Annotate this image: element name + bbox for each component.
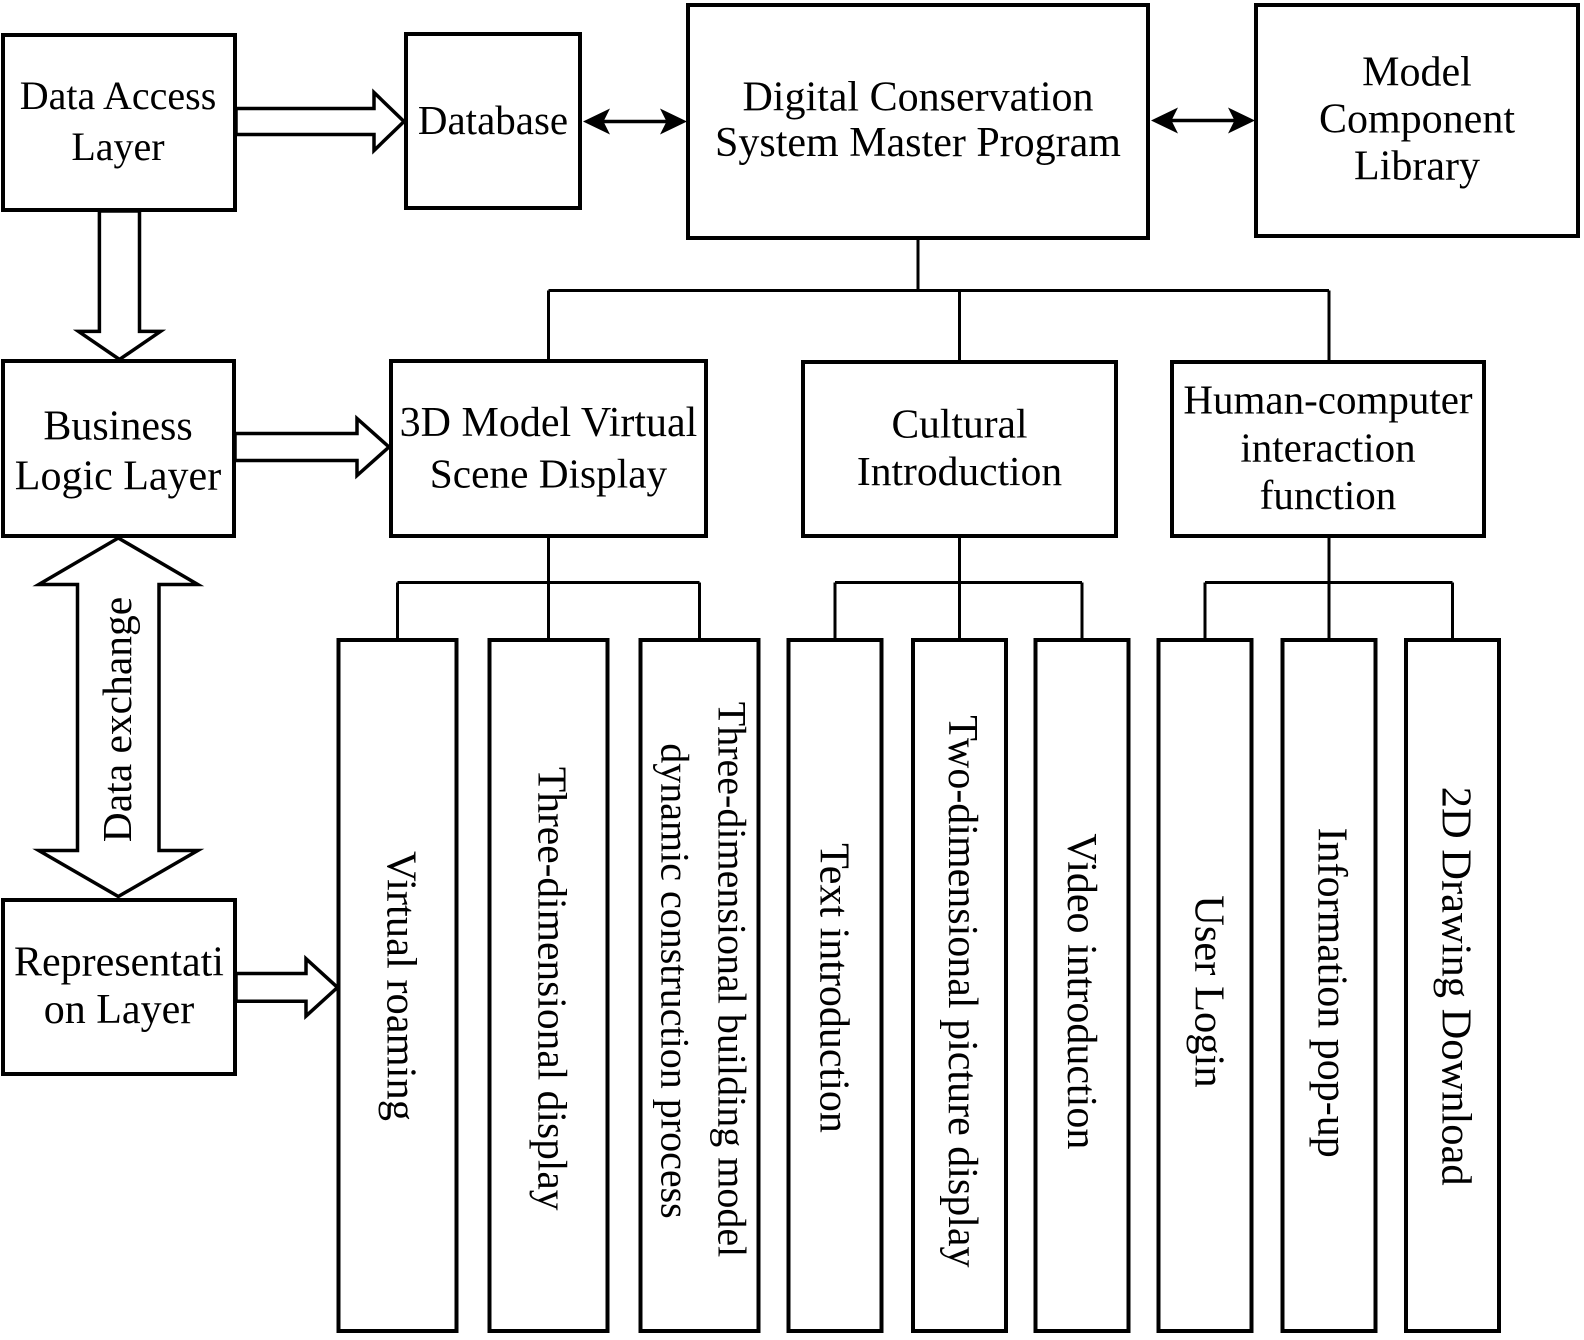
svg-text:Scene Display: Scene Display — [430, 451, 668, 497]
svg-text:interaction: interaction — [1240, 425, 1415, 471]
svg-text:Data Access: Data Access — [20, 73, 217, 118]
svg-text:function: function — [1260, 472, 1397, 518]
svg-text:on Layer: on Layer — [44, 987, 194, 1033]
svg-text:Logic Layer: Logic Layer — [15, 454, 221, 500]
svg-text:Representati: Representati — [14, 940, 224, 986]
svg-text:Information pop-up: Information pop-up — [1309, 828, 1355, 1158]
svg-text:dynamic construction process: dynamic construction process — [652, 743, 697, 1218]
svg-text:System Master Program: System Master Program — [715, 120, 1121, 166]
svg-text:Video introduction: Video introduction — [1058, 833, 1104, 1149]
svg-text:3D Model Virtual: 3D Model Virtual — [400, 400, 698, 446]
svg-text:User Login: User Login — [1185, 895, 1232, 1087]
svg-text:Text introduction: Text introduction — [811, 843, 857, 1133]
svg-text:Cultural: Cultural — [891, 401, 1027, 447]
svg-text:Layer: Layer — [71, 124, 164, 169]
svg-text:Business: Business — [43, 404, 192, 450]
svg-text:Three-dimensional building mod: Three-dimensional building model — [709, 702, 754, 1257]
svg-text:Virtual roaming: Virtual roaming — [377, 851, 424, 1121]
svg-text:Data exchange: Data exchange — [94, 597, 140, 842]
svg-text:Human-computer: Human-computer — [1183, 377, 1473, 423]
svg-text:2D Drawing Download: 2D Drawing Download — [1432, 787, 1479, 1186]
svg-text:Two-dimensional picture displa: Two-dimensional picture display — [939, 715, 985, 1267]
svg-text:Library: Library — [1354, 144, 1480, 190]
svg-text:Model: Model — [1362, 50, 1472, 96]
svg-text:Component: Component — [1319, 97, 1515, 143]
svg-text:Introduction: Introduction — [857, 448, 1062, 494]
svg-text:Three-dimensional display: Three-dimensional display — [530, 767, 576, 1211]
svg-text:Database: Database — [418, 97, 568, 143]
svg-text:Digital Conservation: Digital Conservation — [742, 75, 1093, 121]
